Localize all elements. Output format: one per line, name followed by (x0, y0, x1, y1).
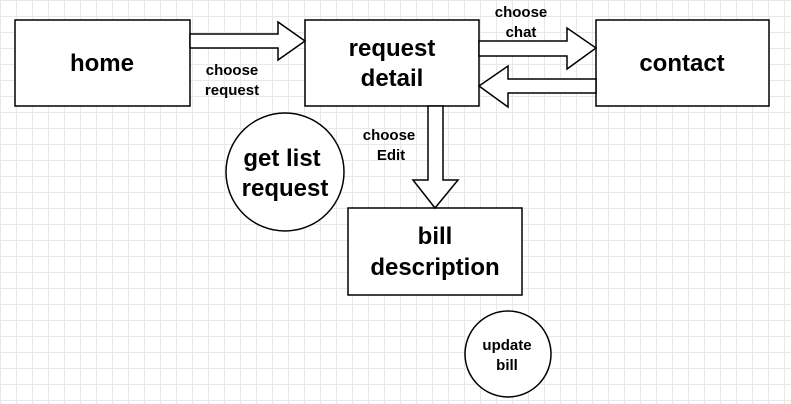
contact-box (595, 19, 770, 107)
edge-label-home-to-request-line2: request (205, 82, 259, 99)
get-list-request-circle (225, 112, 345, 232)
home-box (14, 19, 191, 107)
edge-label-request-to-bill-line1: choose (363, 127, 416, 144)
update-bill-label-line1: update (482, 337, 531, 354)
arrow-request-detail-to-bill-description (411, 105, 460, 210)
request-detail-box (304, 19, 480, 107)
arrow-home-to-request-detail (189, 20, 307, 62)
edge-label-request-to-contact-line2: chat (506, 24, 537, 41)
bill-description-label-line2: description (370, 254, 499, 281)
contact-label: contact (639, 50, 724, 77)
request-detail-label-line1: request (349, 35, 436, 62)
arrow-contact-to-request-detail (477, 64, 597, 109)
update-bill-circle (464, 310, 552, 398)
get-list-request-label-line1: get list (243, 145, 320, 172)
update-bill-label-line2: bill (496, 357, 518, 374)
bill-description-box (347, 207, 523, 296)
edge-label-home-to-request-line1: choose (206, 62, 259, 79)
get-list-request-label-line2: request (242, 175, 329, 202)
edge-label-request-to-bill-line2: Edit (377, 147, 405, 164)
arrow-request-detail-to-contact (478, 26, 598, 71)
request-detail-label-line2: detail (361, 65, 424, 92)
home-label: home (70, 50, 134, 77)
edge-label-request-to-contact-line1: choose (495, 4, 548, 21)
bill-description-label-line1: bill (418, 223, 453, 250)
